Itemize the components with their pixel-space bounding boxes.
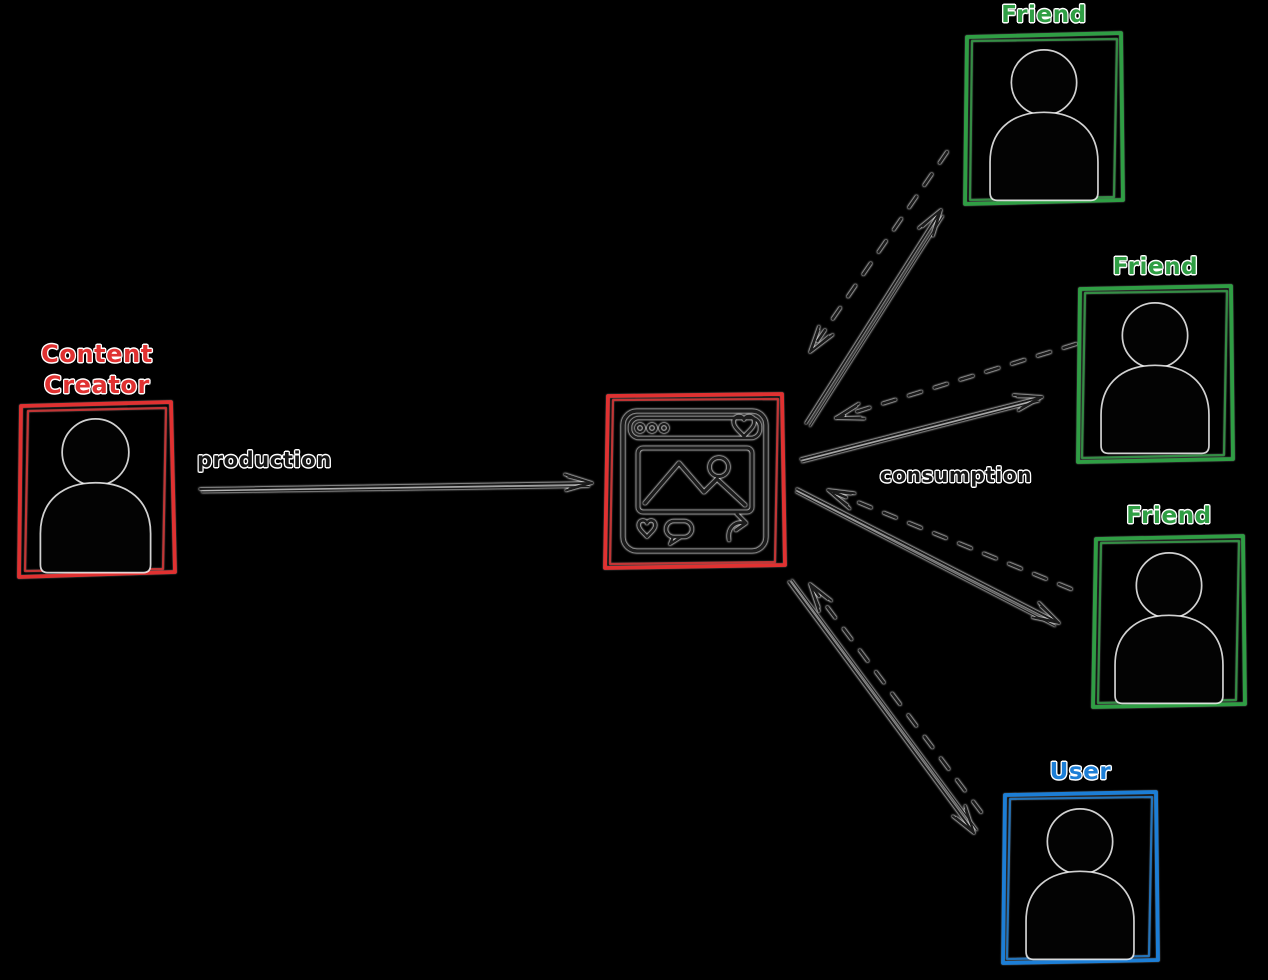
friend-3-label: Friend bbox=[1126, 503, 1212, 529]
friend-3-frame bbox=[1091, 534, 1247, 709]
production-edge-label: production bbox=[197, 448, 332, 472]
post-to-friend-3-arrow bbox=[795, 488, 1061, 627]
window-dots-icon bbox=[634, 422, 670, 434]
friend-2-label: Friend bbox=[1112, 254, 1199, 280]
friend-1-to-post-dashed-arrow bbox=[808, 150, 949, 354]
friend-1-frame bbox=[963, 31, 1125, 206]
window-top-bar bbox=[628, 416, 762, 440]
browser-window bbox=[621, 409, 768, 553]
production-arrow bbox=[199, 473, 594, 493]
user-label: User bbox=[1049, 759, 1112, 785]
share-icon bbox=[727, 512, 748, 542]
friend-2-frame bbox=[1076, 284, 1235, 464]
content-creator-frame bbox=[17, 400, 177, 579]
person-icon bbox=[39, 418, 152, 574]
post-to-friend-1-arrow bbox=[805, 208, 944, 427]
comment-icon bbox=[664, 519, 694, 546]
content-creator-label: Content Creator bbox=[18, 339, 176, 401]
content-creator-label-line2: Creator bbox=[44, 371, 150, 399]
social-media-post-icon bbox=[621, 409, 768, 553]
friend-1-label: Friend bbox=[1001, 2, 1087, 28]
person-icon bbox=[1114, 551, 1224, 705]
photo-icon bbox=[636, 446, 754, 514]
person-icon bbox=[1025, 807, 1135, 961]
post-to-friend-2-arrow bbox=[800, 393, 1044, 463]
like-heart-icon bbox=[637, 518, 657, 539]
person-icon bbox=[1100, 301, 1210, 455]
friend-3-to-post-dashed-arrow bbox=[826, 488, 1073, 591]
sun-icon bbox=[708, 456, 730, 478]
friend-2-to-post-dashed-arrow bbox=[834, 342, 1078, 420]
user-to-post-dashed-arrow bbox=[808, 582, 983, 814]
mountain-icon bbox=[643, 461, 747, 507]
post-frame bbox=[603, 392, 787, 570]
content-creator-label-line1: Content bbox=[41, 340, 153, 368]
consumption-edge-label: consumption bbox=[879, 463, 1033, 487]
person-icon bbox=[989, 48, 1099, 202]
user-frame bbox=[1001, 790, 1160, 965]
post-to-user-arrow bbox=[788, 579, 978, 835]
